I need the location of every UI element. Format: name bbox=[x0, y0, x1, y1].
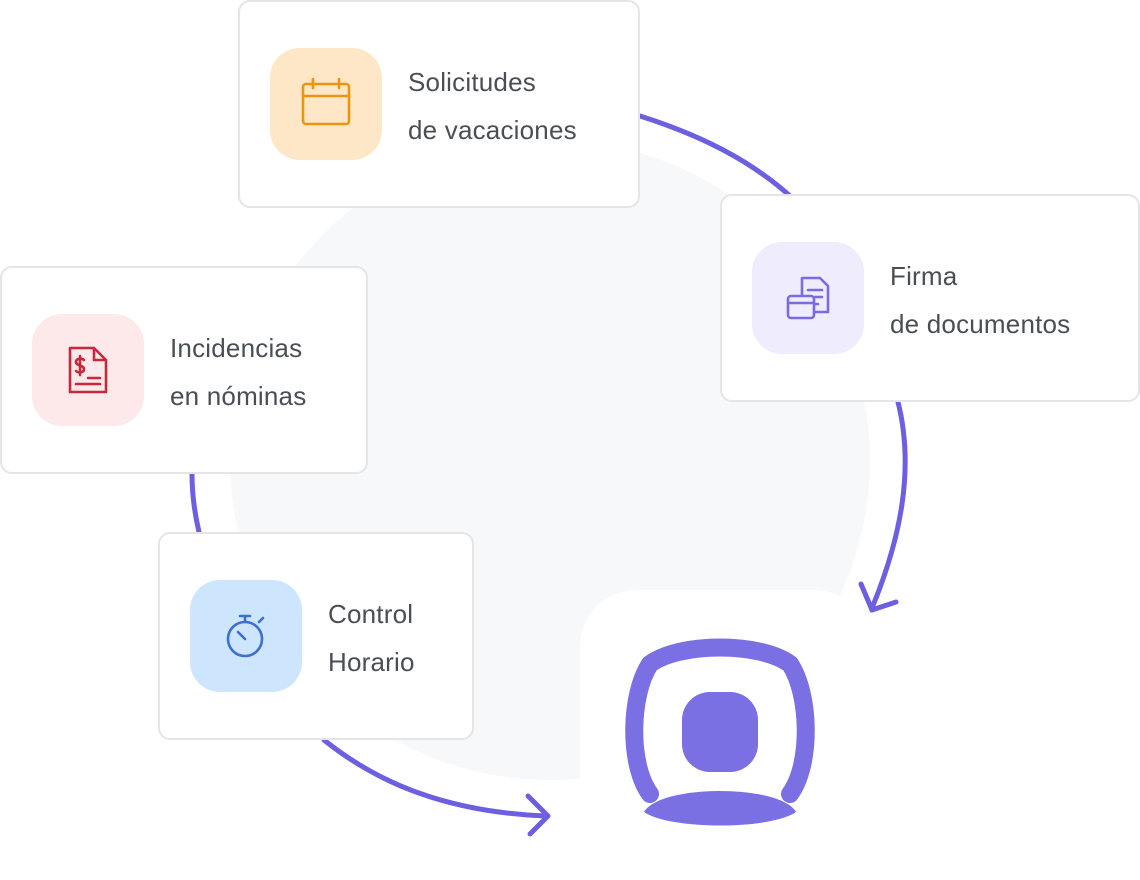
arrowhead-control bbox=[525, 793, 551, 837]
card-control: Control Horario bbox=[158, 532, 474, 740]
firma-icon-tile bbox=[752, 242, 864, 354]
incidencias-label-line1: Incidencias bbox=[170, 333, 303, 363]
stopwatch-icon bbox=[226, 614, 265, 658]
arrow-incidencias-to-control bbox=[189, 471, 202, 535]
calendar-icon bbox=[301, 77, 351, 126]
card-incidencias: Incidencias en nóminas bbox=[0, 266, 368, 474]
card-firma: Firma de documentos bbox=[720, 194, 1140, 402]
arrow-control-to-avatar bbox=[321, 737, 548, 819]
user-avatar-icon bbox=[625, 638, 815, 826]
payroll-icon bbox=[68, 346, 108, 394]
arrow-vacaciones-to-firma bbox=[637, 113, 793, 199]
incidencias-icon-tile bbox=[32, 314, 144, 426]
incidencias-label-line2: en nóminas bbox=[170, 381, 307, 411]
control-icon-tile bbox=[190, 580, 302, 692]
arrowhead-firma bbox=[858, 581, 899, 613]
control-label-line2: Horario bbox=[328, 647, 415, 677]
vacaciones-label: Solicitudes de vacaciones bbox=[408, 58, 577, 154]
control-label: Control Horario bbox=[328, 590, 415, 686]
vacaciones-icon-tile bbox=[270, 48, 382, 160]
firma-label: Firma de documentos bbox=[890, 252, 1070, 348]
vacaciones-label-line2: de vacaciones bbox=[408, 115, 577, 145]
vacaciones-label-line1: Solicitudes bbox=[408, 67, 536, 97]
control-label-line1: Control bbox=[328, 599, 414, 629]
card-vacaciones: Solicitudes de vacaciones bbox=[238, 0, 640, 208]
arrow-firma-to-avatar bbox=[869, 399, 908, 611]
firma-label-line1: Firma bbox=[890, 261, 958, 291]
documents-icon bbox=[786, 276, 830, 320]
incidencias-label: Incidencias en nóminas bbox=[170, 324, 306, 420]
firma-label-line2: de documentos bbox=[890, 309, 1071, 339]
